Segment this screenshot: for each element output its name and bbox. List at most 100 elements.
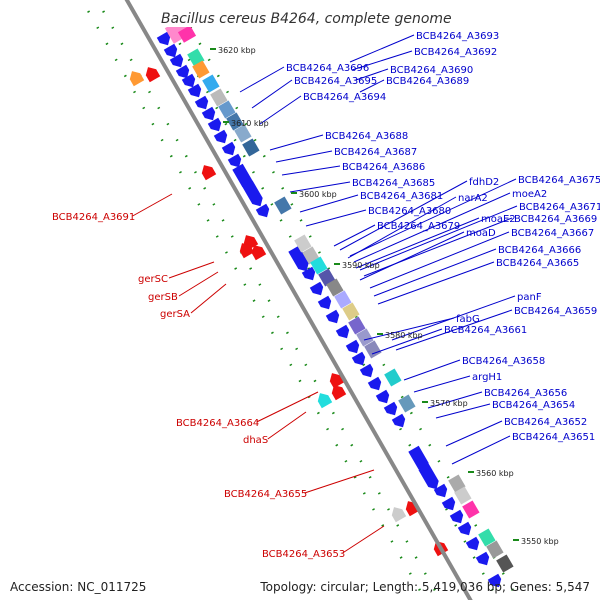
gene-arrow-forward: [169, 53, 184, 68]
gene-box: [274, 196, 292, 215]
gene-box: [334, 290, 352, 309]
gene-arrow-reverse: [317, 393, 333, 409]
kbp-label: 3580 kbp: [385, 331, 423, 340]
gene-arrow-shape: [129, 71, 145, 87]
gene-arrow-forward: [375, 389, 390, 404]
gene-box-shape: [326, 278, 344, 297]
kbp-label: 3590 kbp: [342, 261, 380, 270]
gene-label-forward: BCB4264_A3686: [342, 162, 425, 173]
gene-box-shape: [234, 124, 252, 143]
label-leader-line: [427, 391, 483, 409]
gene-box-shape: [210, 88, 228, 107]
gene-label-reverse: BCB4264_A3653: [262, 549, 345, 560]
gene-arrow-shape: [175, 64, 190, 79]
gene-label-forward: BCB4264_A3665: [496, 258, 579, 269]
label-leader-line: [349, 178, 517, 257]
label-leader-line: [275, 150, 333, 163]
backbone: [124, 0, 473, 600]
gene-arrow-shape: [418, 463, 439, 490]
label-leader-line: [342, 525, 385, 554]
gene-label-forward: BCB4264_A3666: [498, 245, 581, 256]
gene-box-shape: [348, 316, 366, 335]
gene-arrow-forward: [465, 536, 480, 551]
gene-arrow-forward: [309, 281, 324, 296]
gene-arrow-forward: [175, 64, 190, 79]
gene-box: [398, 394, 416, 413]
gene-arrow-shape: [345, 339, 360, 354]
gene-box: [454, 486, 472, 505]
gene-label-forward: BCB4264_A3685: [352, 178, 435, 189]
label-leader-line: [403, 359, 461, 381]
gene-label-forward: BCB4264_A3694: [303, 92, 386, 103]
gene-box-shape: [356, 328, 374, 347]
label-leader-line: [445, 420, 503, 447]
kbp-label: 3570 kbp: [430, 399, 468, 408]
gene-label-reverse: BCB4264_A3655: [224, 489, 307, 500]
gene-arrow-forward: [449, 509, 464, 524]
label-leader-line: [359, 231, 465, 281]
gene-label-forward: narA2: [458, 193, 488, 204]
gene-box-shape: [202, 74, 220, 93]
gene-label-forward: BCB4264_A3669: [514, 214, 597, 225]
gene-arrow-shape: [475, 551, 490, 566]
gene-label-reverse: dhaS: [243, 435, 268, 446]
gene-arrow-shape: [181, 73, 196, 88]
label-leader-line: [256, 391, 319, 423]
gene-label-reverse: gerSC: [138, 274, 168, 285]
gene-label-forward: BCB4264_A3658: [462, 356, 545, 367]
gene-arrow-forward: [301, 266, 316, 281]
gene-arrow-shape: [375, 389, 390, 404]
gene-label-forward: fdhD2: [469, 177, 499, 188]
gene-arrow-forward: [221, 141, 236, 156]
gene-box: [462, 500, 480, 519]
gene-label-forward: BCB4264_A3688: [325, 131, 408, 142]
tick-marks: [80, 0, 520, 600]
gene-arrow-forward: [255, 203, 270, 218]
gene-arrow-shape: [487, 573, 502, 588]
label-leader-line: [251, 79, 293, 109]
gene-label-forward: BCB4264_A3656: [484, 388, 567, 399]
gene-label-forward: BCB4264_A3689: [386, 76, 469, 87]
gene-box: [192, 60, 210, 79]
gene-label-reverse: gerSB: [148, 292, 178, 303]
label-leader-line: [178, 271, 219, 297]
gene-arrow-shape: [391, 413, 406, 428]
gene-arrow-shape: [227, 153, 242, 168]
tick-track-right: [153, 0, 500, 600]
gene-box: [478, 528, 496, 547]
gene-box: [326, 278, 344, 297]
gene-arrow-forward: [408, 445, 429, 472]
gene-box: [348, 316, 366, 335]
gene-arrow-shape: [335, 324, 350, 339]
gene-box: [294, 234, 312, 253]
kbp-label: 3550 kbp: [521, 537, 559, 546]
label-leader-line: [269, 134, 324, 151]
label-leader-line: [132, 193, 173, 217]
gene-arrow-shape: [163, 43, 178, 58]
gene-arrow-forward: [317, 295, 332, 310]
gene-arrow-shape: [194, 95, 209, 110]
gene-arrow-forward: [487, 573, 502, 588]
gene-arrow-shape: [383, 401, 398, 416]
gene-arrow-shape: [239, 243, 255, 259]
gene-label-forward: BCB4264_A3671: [519, 202, 600, 213]
gene-arrow-forward: [201, 106, 216, 121]
gene-arrow-shape: [255, 203, 270, 218]
gene-label-forward: BCB4264_A3693: [416, 31, 499, 42]
label-leader-line: [305, 209, 367, 227]
gene-arrow-forward: [433, 483, 448, 498]
gene-label-reverse: BCB4264_A3664: [176, 418, 259, 429]
gene-box: [384, 368, 402, 387]
gene-arrow-shape: [359, 363, 374, 378]
gene-arrow-shape: [207, 117, 222, 132]
gene-arrow-shape: [457, 521, 472, 536]
label-leader-line: [259, 95, 302, 125]
label-leaders: [132, 34, 518, 554]
label-leader-line: [281, 165, 341, 176]
kbp-label: 3620 kbp: [218, 46, 256, 55]
gene-arrow-shape: [213, 129, 228, 144]
gene-label-forward: BCB4264_A3661: [444, 325, 527, 336]
label-leader-line: [373, 248, 497, 297]
gene-arrow-shape: [441, 496, 456, 511]
